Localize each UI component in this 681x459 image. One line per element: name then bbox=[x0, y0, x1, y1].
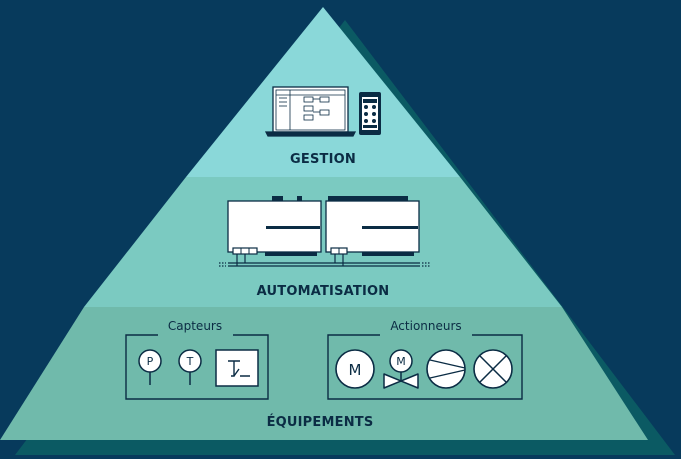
level-title-automatisation: AUTOMATISATION bbox=[257, 284, 390, 299]
pressure-sensor-icon: P bbox=[138, 349, 162, 385]
bus-wiring bbox=[219, 254, 430, 267]
level-title-gestion: GESTION bbox=[290, 152, 356, 167]
damper-icon bbox=[473, 349, 513, 389]
motor-glyph: M bbox=[349, 361, 362, 379]
temperature-sensor-icon: T bbox=[178, 349, 202, 385]
laptop-icon bbox=[264, 86, 357, 137]
level-automatisation bbox=[84, 177, 562, 307]
valve-motor-glyph: M bbox=[396, 355, 406, 368]
actuators-title: Actionneurs bbox=[390, 319, 461, 333]
smartphone-icon bbox=[359, 92, 381, 135]
pressure-glyph: P bbox=[147, 355, 154, 368]
pump-icon bbox=[426, 349, 466, 389]
temperature-glyph: T bbox=[186, 355, 194, 368]
motor-icon: M bbox=[335, 349, 375, 389]
controller-icon-right bbox=[325, 196, 420, 256]
actuators-group: Actionneurs M M bbox=[327, 319, 523, 400]
sensors-group: Capteurs P T bbox=[125, 319, 269, 400]
level-equipements bbox=[0, 307, 648, 440]
switch-sensor-icon bbox=[215, 349, 259, 387]
controller-icon-left bbox=[227, 196, 322, 256]
motorized-valve-icon: M bbox=[383, 349, 419, 389]
level-title-equipements: ÉQUIPEMENTS bbox=[267, 414, 374, 430]
sensors-title: Capteurs bbox=[168, 319, 222, 333]
